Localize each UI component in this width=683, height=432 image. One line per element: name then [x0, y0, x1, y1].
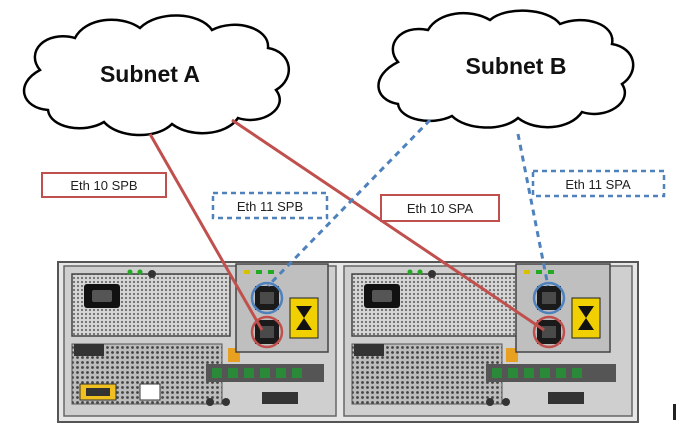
spb-eth10-highlight [250, 315, 284, 349]
sp-module-spb [63, 263, 337, 417]
label-eth11-spb-text: Eth 11 SPB [237, 199, 303, 214]
label-eth11-spb: Eth 11 SPB [211, 191, 329, 220]
spa-eth10-highlight [532, 315, 566, 349]
label-eth11-spa-text: Eth 11 SPA [565, 177, 631, 192]
edge-marker [673, 404, 676, 420]
label-eth10-spa: Eth 10 SPA [380, 194, 500, 222]
subnet-a-cloud: Subnet A [22, 14, 291, 137]
spb-eth11-highlight [250, 281, 284, 315]
subnet-b-cloud: Subnet B [377, 9, 635, 129]
link-eth10-spa [231, 118, 545, 332]
sp-module-spa [343, 263, 633, 417]
label-eth10-spb-text: Eth 10 SPB [70, 178, 137, 193]
subnet-b-label: Subnet B [466, 53, 567, 79]
link-eth10-spb [148, 133, 264, 331]
label-eth10-spb: Eth 10 SPB [41, 172, 167, 198]
label-eth10-spa-text: Eth 10 SPA [407, 201, 474, 216]
link-eth11-spa [516, 133, 550, 287]
subnet-a-label: Subnet A [100, 61, 200, 87]
link-eth11-spb [266, 118, 432, 288]
spa-eth11-highlight [532, 281, 566, 315]
label-eth11-spa: Eth 11 SPA [531, 169, 666, 198]
